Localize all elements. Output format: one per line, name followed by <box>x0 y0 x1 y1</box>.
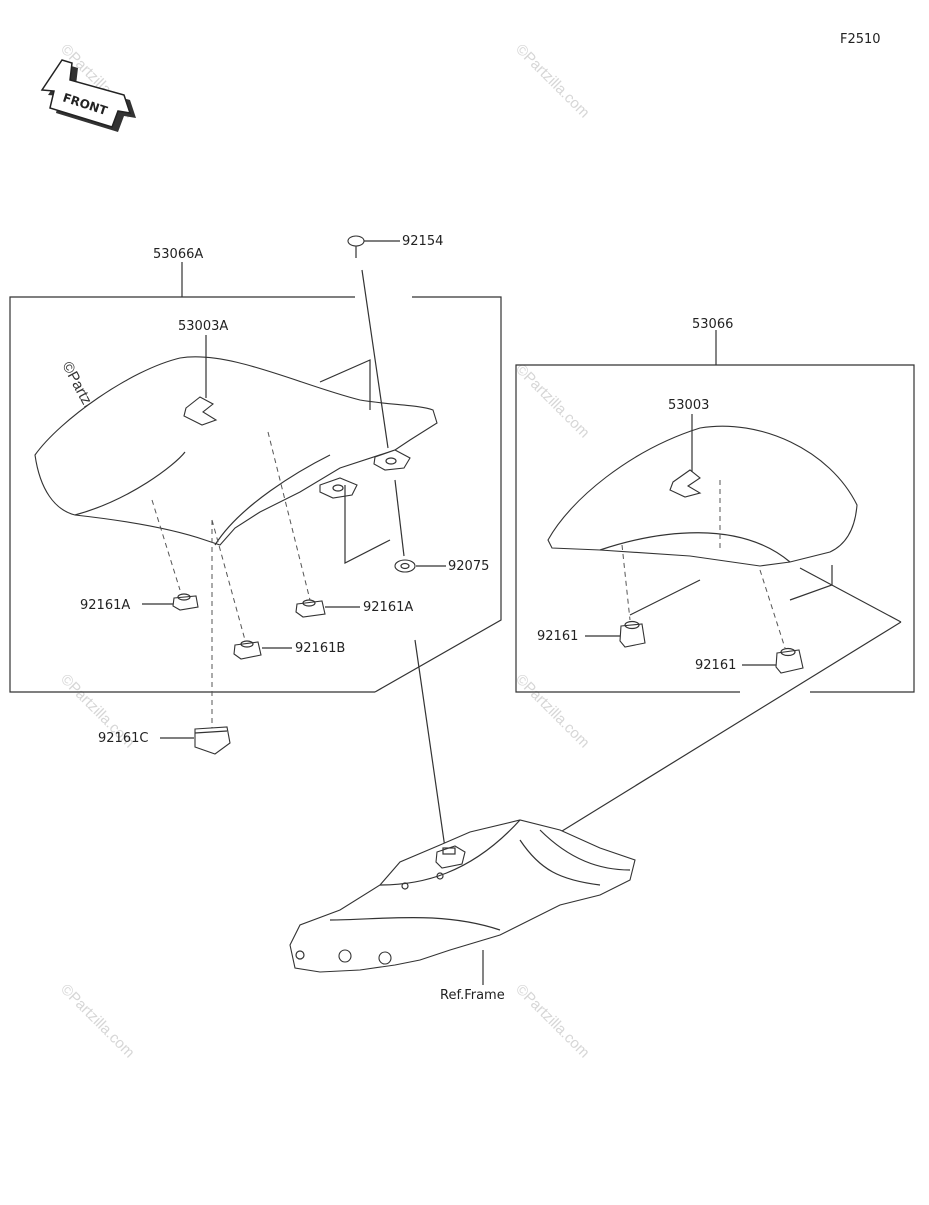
damper-rear-right-icon <box>775 647 804 674</box>
front-seat-group: 92154 92075 92161A 92161A <box>9 234 502 755</box>
rear-frame <box>289 819 636 973</box>
damper-a-left-icon <box>172 593 199 611</box>
part-label-bolt: 92154 <box>402 234 443 249</box>
frame-group: Ref.Frame <box>289 639 636 1003</box>
part-label-damper-a-right: 92161A <box>363 600 413 615</box>
watermark: ©Partzilla.com <box>512 671 593 752</box>
part-label-damper-rear-left: 92161 <box>537 629 578 644</box>
part-label-seat-front-assy: 53066A <box>153 247 203 262</box>
watermark: ©Partzilla.com <box>512 41 593 122</box>
grommet-icon <box>394 559 416 573</box>
front-seat-strap <box>183 396 218 426</box>
part-label-damper-b: 92161B <box>295 641 345 656</box>
watermark: ©Partzilla.com <box>512 361 593 442</box>
watermark: ©Partzilla.com <box>512 981 593 1062</box>
part-label-damper-rear-right: 92161 <box>695 658 736 673</box>
damper-a-right-icon <box>295 599 326 618</box>
part-label-frame: Ref.Frame <box>440 988 505 1003</box>
rear-seat <box>547 425 858 567</box>
rear-seat-group: 53066 53003 92161 92161 <box>514 317 915 861</box>
watermark: ©Partzilla.com <box>57 981 138 1062</box>
damper-c-icon <box>194 726 231 755</box>
damper-rear-left-icon <box>619 620 646 648</box>
part-label-seat-front-strap: 53003A <box>178 319 228 334</box>
part-label-seat-rear-assy: 53066 <box>692 317 733 332</box>
front-arrow-icon: FRONT <box>40 59 136 132</box>
part-label-seat-rear-strap: 53003 <box>668 398 709 413</box>
part-label-grommet: 92075 <box>448 559 489 574</box>
front-seat <box>34 356 438 546</box>
figure-code: F2510 <box>840 32 881 47</box>
bolt-icon <box>347 235 365 258</box>
part-label-damper-a-left: 92161A <box>80 598 130 613</box>
part-label-damper-c: 92161C <box>98 731 148 746</box>
damper-b-icon <box>233 640 262 660</box>
